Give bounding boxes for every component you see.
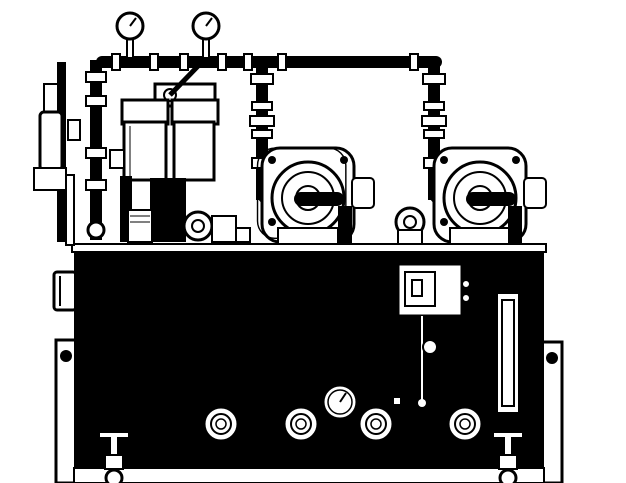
oil-level-sight-glass bbox=[496, 292, 520, 414]
suction-port-flange bbox=[394, 206, 426, 245]
right-side-leg bbox=[540, 340, 564, 483]
panel-fitting-3 bbox=[357, 405, 395, 443]
left-return-pipe bbox=[85, 60, 107, 240]
left-side-leg bbox=[54, 338, 78, 483]
motor-pump-2 bbox=[432, 146, 547, 245]
panel-fitting-4 bbox=[446, 405, 484, 443]
top-manifold-pipe bbox=[96, 53, 442, 71]
pressure-gauge-2 bbox=[191, 11, 221, 59]
left-side-port bbox=[52, 270, 78, 312]
panel-fitting-2 bbox=[282, 405, 320, 443]
pressure-gauge-1 bbox=[115, 11, 145, 59]
air-breather-cap bbox=[422, 339, 438, 355]
drain-valve-left bbox=[100, 433, 128, 483]
filter-1 bbox=[120, 98, 170, 182]
level-switch-box bbox=[396, 262, 471, 407]
side-accumulator bbox=[33, 83, 81, 246]
filter-base-pipes bbox=[109, 149, 186, 243]
motor-pump-1 bbox=[256, 146, 375, 245]
drain-valve-right bbox=[494, 433, 522, 483]
small-gear-pump bbox=[182, 210, 251, 243]
panel-pressure-gauge bbox=[321, 383, 359, 421]
oil-tank bbox=[71, 243, 547, 483]
small-plug bbox=[392, 396, 402, 406]
panel-fitting-1 bbox=[202, 405, 240, 443]
filter-2 bbox=[170, 98, 220, 182]
